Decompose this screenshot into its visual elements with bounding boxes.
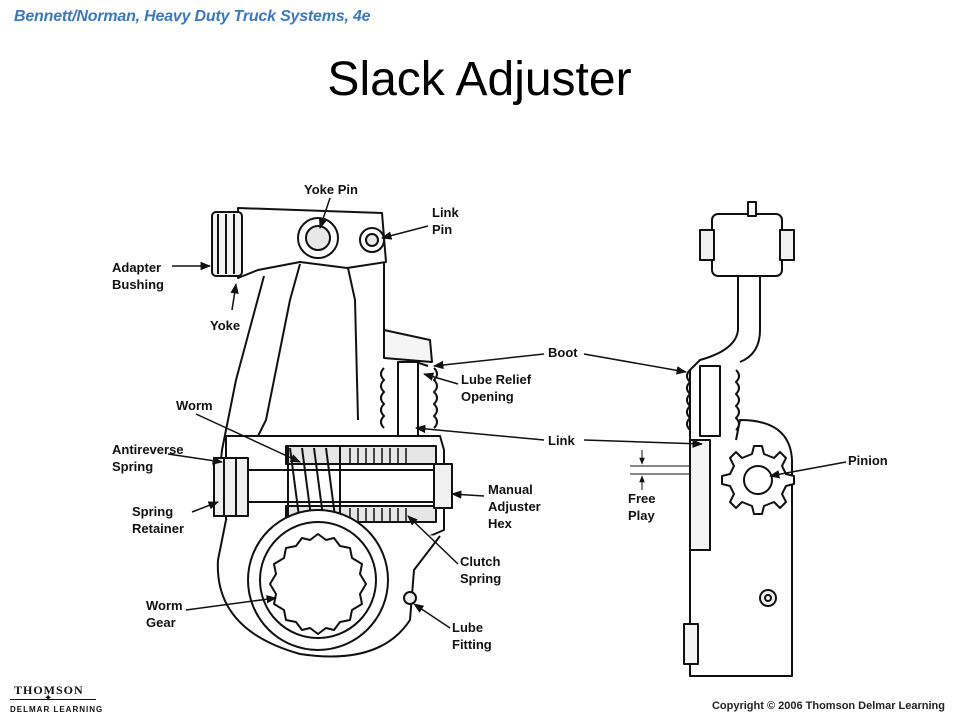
side-yoke-head (711, 213, 783, 277)
leader-clutch-spring (407, 515, 459, 565)
label-manual-adjuster-3: Hex (488, 516, 513, 531)
leader-link-pin (380, 225, 429, 240)
label-antireverse-2: Spring (112, 459, 153, 474)
pinion-gear (721, 445, 795, 515)
leader-spring-retainer (191, 501, 219, 513)
leader-pinion (768, 461, 847, 479)
label-worm-gear-1: Worm (146, 598, 183, 613)
side-view (630, 201, 795, 677)
label-spring-retainer-1: Spring (132, 504, 173, 519)
label-lube-fitting-1: Lube (452, 620, 483, 635)
clutch-spring-coils (349, 448, 407, 522)
leader-lube-relief (422, 372, 459, 385)
label-manual-adjuster-1: Manual (488, 482, 533, 497)
spring-retainer (213, 457, 249, 517)
diagram-labels: Yoke Pin Link Pin Adapter Bushing Yoke B… (112, 182, 888, 652)
label-lube-relief-1: Lube Relief (461, 372, 532, 387)
side-boot-bellows (686, 369, 740, 431)
label-link: Link (548, 433, 575, 448)
cutaway-view (211, 207, 453, 658)
label-clutch-spring-1: Clutch (460, 554, 501, 569)
header-source: Bennett/Norman, Heavy Duty Truck Systems… (14, 8, 371, 25)
label-clutch-spring-2: Spring (460, 571, 501, 586)
label-spring-retainer-2: Retainer (132, 521, 184, 536)
manual-adjuster-hex (433, 463, 453, 509)
leader-boot-left (432, 353, 545, 370)
label-worm-gear-2: Gear (146, 615, 176, 630)
worm-gear-splines (269, 533, 367, 635)
leader-boot-right (583, 353, 688, 375)
label-boot: Boot (548, 345, 578, 360)
leader-link-right (583, 439, 704, 448)
leader-antireverse (167, 453, 224, 465)
boot-bellows (380, 367, 438, 429)
leader-yoke-pin (319, 197, 331, 229)
leader-link-left (414, 424, 545, 441)
leader-lines (167, 197, 847, 629)
leader-worm (195, 413, 301, 463)
leader-worm-gear (185, 595, 278, 611)
label-free-play-2: Play (628, 508, 656, 523)
label-free-play-1: Free (628, 491, 655, 506)
leader-yoke (230, 282, 239, 311)
label-link-pin-1: Link (432, 205, 459, 220)
label-link-pin-2: Pin (432, 222, 452, 237)
label-pinion: Pinion (848, 453, 888, 468)
side-plug (759, 589, 777, 607)
label-manual-adjuster-2: Adjuster (488, 499, 541, 514)
publisher-logo-rule (10, 699, 96, 700)
label-antireverse-1: Antireverse (112, 442, 184, 457)
label-yoke: Yoke (210, 318, 240, 333)
label-yoke-pin: Yoke Pin (304, 182, 358, 197)
publisher-star-icon: ✦ (44, 693, 53, 704)
slide-title: Slack Adjuster (327, 53, 632, 106)
publisher-logo-subname: DELMAR LEARNING (10, 705, 104, 714)
copyright-notice: Copyright © 2006 Thomson Delmar Learning (711, 700, 945, 712)
leader-manual-adjuster (450, 490, 485, 499)
label-adapter-bushing-2: Bushing (112, 277, 164, 292)
publisher-logo-name: THOMSON (14, 683, 84, 697)
leader-lube-fitting (413, 603, 451, 629)
boot-cap (383, 329, 433, 363)
side-arm (689, 276, 761, 440)
label-adapter-bushing-1: Adapter (112, 260, 161, 275)
lube-fitting (403, 591, 417, 605)
label-lube-relief-2: Opening (461, 389, 514, 404)
label-lube-fitting-2: Fitting (452, 637, 492, 652)
label-worm: Worm (176, 398, 213, 413)
link-rod (397, 361, 419, 443)
